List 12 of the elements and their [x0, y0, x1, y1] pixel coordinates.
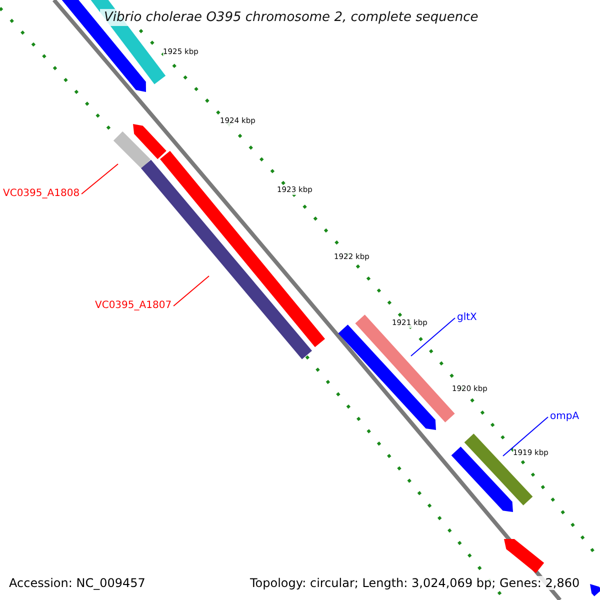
leader-line: [410, 318, 456, 356]
leader-line: [173, 276, 210, 306]
gene-label: VC0395_A1807: [95, 301, 172, 311]
footer-text: Topology: circular; Length: 3,024,069 bp; Genes: 2,860: [250, 576, 580, 590]
gene-label: gltX: [457, 313, 477, 323]
gene-bar: [464, 434, 533, 506]
leader-line: [81, 164, 118, 194]
leader-line: [502, 416, 548, 456]
gene-label: VC0395_A1808: [3, 189, 80, 199]
footer-text: Accession: NC_009457: [9, 576, 146, 590]
gene-label: ompA: [550, 412, 580, 422]
gene-bar: [113, 131, 151, 169]
